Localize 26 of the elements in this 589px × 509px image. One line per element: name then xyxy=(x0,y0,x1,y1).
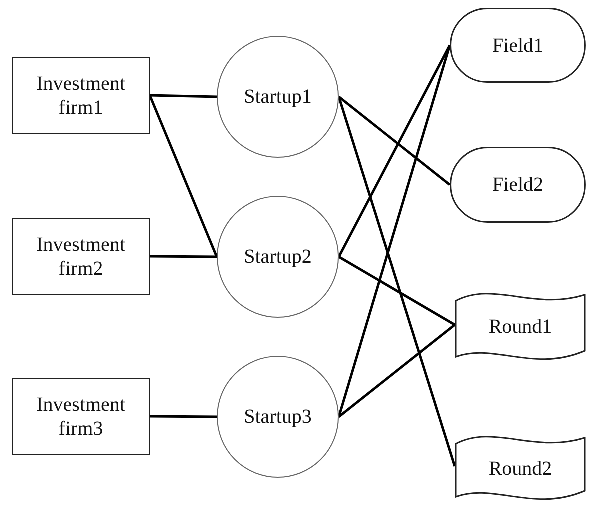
connector-line xyxy=(150,94,218,98)
node-label: Field1 xyxy=(492,34,544,58)
connector-line xyxy=(338,45,452,418)
connector-line xyxy=(338,256,456,326)
connector-line xyxy=(148,95,218,258)
investor-box xyxy=(12,57,150,134)
connector-line xyxy=(338,44,452,258)
node-label: Round2 xyxy=(488,456,552,480)
investor-box xyxy=(12,218,150,295)
connector-line xyxy=(150,415,217,418)
connector-line xyxy=(338,96,456,467)
startup-circle xyxy=(217,196,339,318)
investor-box xyxy=(12,378,150,455)
node-label: Startup2 xyxy=(244,245,312,269)
node-label: Investment firm1 xyxy=(36,72,126,120)
node-label: Field2 xyxy=(492,173,544,197)
node-label: Startup3 xyxy=(244,405,312,429)
connector-line xyxy=(338,96,451,186)
node-label: Round1 xyxy=(488,315,552,339)
node-label: Startup1 xyxy=(244,85,312,109)
startup-circle xyxy=(217,356,339,478)
connector-line xyxy=(338,324,456,418)
node-label: Investment firm2 xyxy=(36,232,126,280)
startup-circle xyxy=(217,36,339,158)
node-label: Investment firm3 xyxy=(36,392,126,440)
connector-line xyxy=(150,255,217,258)
